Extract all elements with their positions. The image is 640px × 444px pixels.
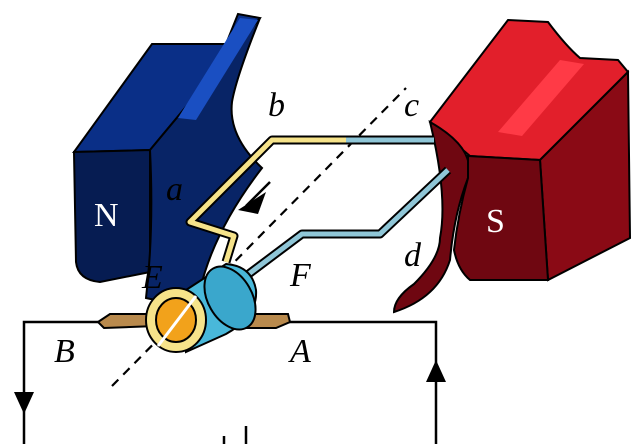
commutator-gap	[156, 295, 198, 347]
south-pole-highlight	[498, 60, 584, 136]
label-B: B	[54, 333, 75, 370]
current-arrow-down	[14, 392, 34, 414]
coil-side-df	[244, 168, 450, 278]
south-pole-face	[392, 119, 471, 314]
force-arrow-shaft	[245, 181, 271, 207]
commutator	[145, 262, 258, 354]
label-c: c	[404, 87, 419, 124]
label-A: A	[288, 333, 311, 370]
north-pole-label: N	[94, 197, 119, 234]
coil-side-ab	[187, 137, 354, 263]
circuit-wire-right	[282, 320, 438, 444]
label-b: b	[268, 87, 285, 124]
south-pole-front	[452, 154, 550, 281]
south-pole-label: S	[486, 203, 505, 240]
diagram-labels: a b c d E F A B	[54, 87, 422, 370]
label-a: a	[166, 171, 183, 208]
label-e: E	[141, 259, 163, 296]
north-pole-highlight	[178, 18, 258, 120]
north-pole-magnet: N	[72, 12, 264, 301]
south-pole-magnet: S	[392, 18, 632, 314]
commutator-blue-end	[203, 265, 257, 331]
current-arrow-up	[426, 360, 446, 382]
force-arrow-icon	[238, 192, 266, 214]
external-circuit	[14, 320, 446, 444]
north-pole-front	[72, 148, 151, 284]
armature-coil	[185, 135, 452, 280]
label-d: d	[404, 237, 422, 274]
label-f: F	[289, 257, 312, 294]
